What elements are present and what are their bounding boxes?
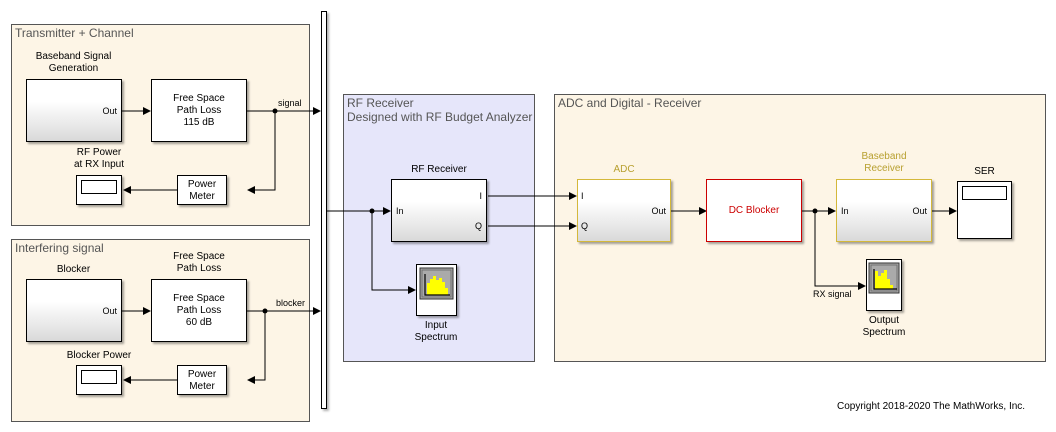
port-i: I	[479, 191, 482, 201]
power-meter-blk-block[interactable]: Power Meter	[177, 365, 227, 395]
port-in: In	[396, 206, 404, 216]
power-meter-tx-block[interactable]: Power Meter	[177, 175, 227, 205]
rf-receiver-block[interactable]: In I Q	[391, 179, 487, 242]
port-q: Q	[474, 221, 482, 231]
baseband-signal-generation-label: Baseband Signal Generation	[35, 51, 112, 74]
spectrum-analyzer-icon	[868, 262, 900, 294]
display-window	[81, 180, 117, 194]
area-title: Interfering signal	[15, 241, 104, 255]
display-window	[81, 370, 117, 384]
block-text: Power Meter	[187, 179, 217, 202]
free-space-path-loss-blk-label: Free Space Path Loss	[173, 251, 225, 274]
wire-branch-to-power-meter	[247, 111, 276, 194]
signal-label-rx-signal: RX signal	[813, 289, 852, 299]
input-spectrum-label: Input Spectrum	[414, 320, 458, 343]
dc-blocker-block[interactable]: DC Blocker	[706, 179, 802, 242]
blocker-power-display-block[interactable]	[76, 365, 122, 395]
port-out: Out	[102, 106, 117, 116]
rf-power-display-label: RF Power at RX Input	[73, 147, 125, 170]
wire-branch-to-output-spectrum	[814, 211, 866, 290]
block-text: DC Blocker	[728, 205, 780, 216]
blocker-power-display-label: Blocker Power	[66, 350, 132, 361]
area-rf-receiver: RF Receiver Designed with RF Budget Anal…	[343, 94, 535, 362]
display-window	[962, 186, 1007, 200]
port-out: Out	[651, 206, 666, 216]
copyright-notice: Copyright 2018-2020 The MathWorks, Inc.	[837, 401, 1026, 412]
spectrum-analyzer-icon	[419, 267, 454, 300]
wire-branch-to-power-meter-blk	[247, 311, 266, 384]
rf-receiver-label: RF Receiver	[411, 164, 467, 175]
adc-label: ADC	[613, 164, 635, 175]
area-title: Transmitter + Channel	[15, 26, 134, 40]
port-out: Out	[912, 206, 927, 216]
area-title: RF Receiver Designed with RF Budget Anal…	[347, 96, 533, 124]
port-in: In	[841, 206, 849, 216]
free-space-path-loss-blk-block[interactable]: Free Space Path Loss 60 dB	[151, 279, 247, 342]
blocker-block[interactable]: Out	[26, 279, 122, 342]
output-spectrum-block[interactable]	[866, 259, 902, 311]
baseband-receiver-block[interactable]: In Out	[836, 179, 932, 242]
baseband-receiver-label: Baseband Receiver	[861, 151, 907, 174]
output-spectrum-label: Output Spectrum	[862, 315, 906, 338]
input-spectrum-block[interactable]	[416, 264, 457, 316]
block-text: Free Space Path Loss 115 dB	[173, 93, 225, 128]
ser-label: SER	[974, 166, 995, 177]
baseband-signal-generation-block[interactable]: Out	[26, 79, 122, 142]
blocker-label: Blocker	[56, 264, 91, 275]
wire-branch-to-input-spectrum	[371, 211, 416, 294]
rf-power-display-block[interactable]	[76, 175, 122, 205]
free-space-path-loss-tx-block[interactable]: Free Space Path Loss 115 dB	[151, 79, 247, 142]
adc-block[interactable]: I Q Out	[577, 179, 671, 242]
ser-display-block[interactable]	[957, 181, 1012, 239]
area-title: ADC and Digital - Receiver	[558, 96, 702, 110]
port-i: I	[581, 191, 584, 201]
port-out: Out	[102, 306, 117, 316]
signal-label-signal: signal	[278, 98, 302, 108]
signal-label-blocker: blocker	[276, 298, 306, 308]
block-text: Power Meter	[187, 369, 217, 392]
port-q: Q	[581, 221, 589, 231]
bus-creator[interactable]	[321, 11, 327, 409]
block-text: Free Space Path Loss 60 dB	[173, 293, 225, 328]
